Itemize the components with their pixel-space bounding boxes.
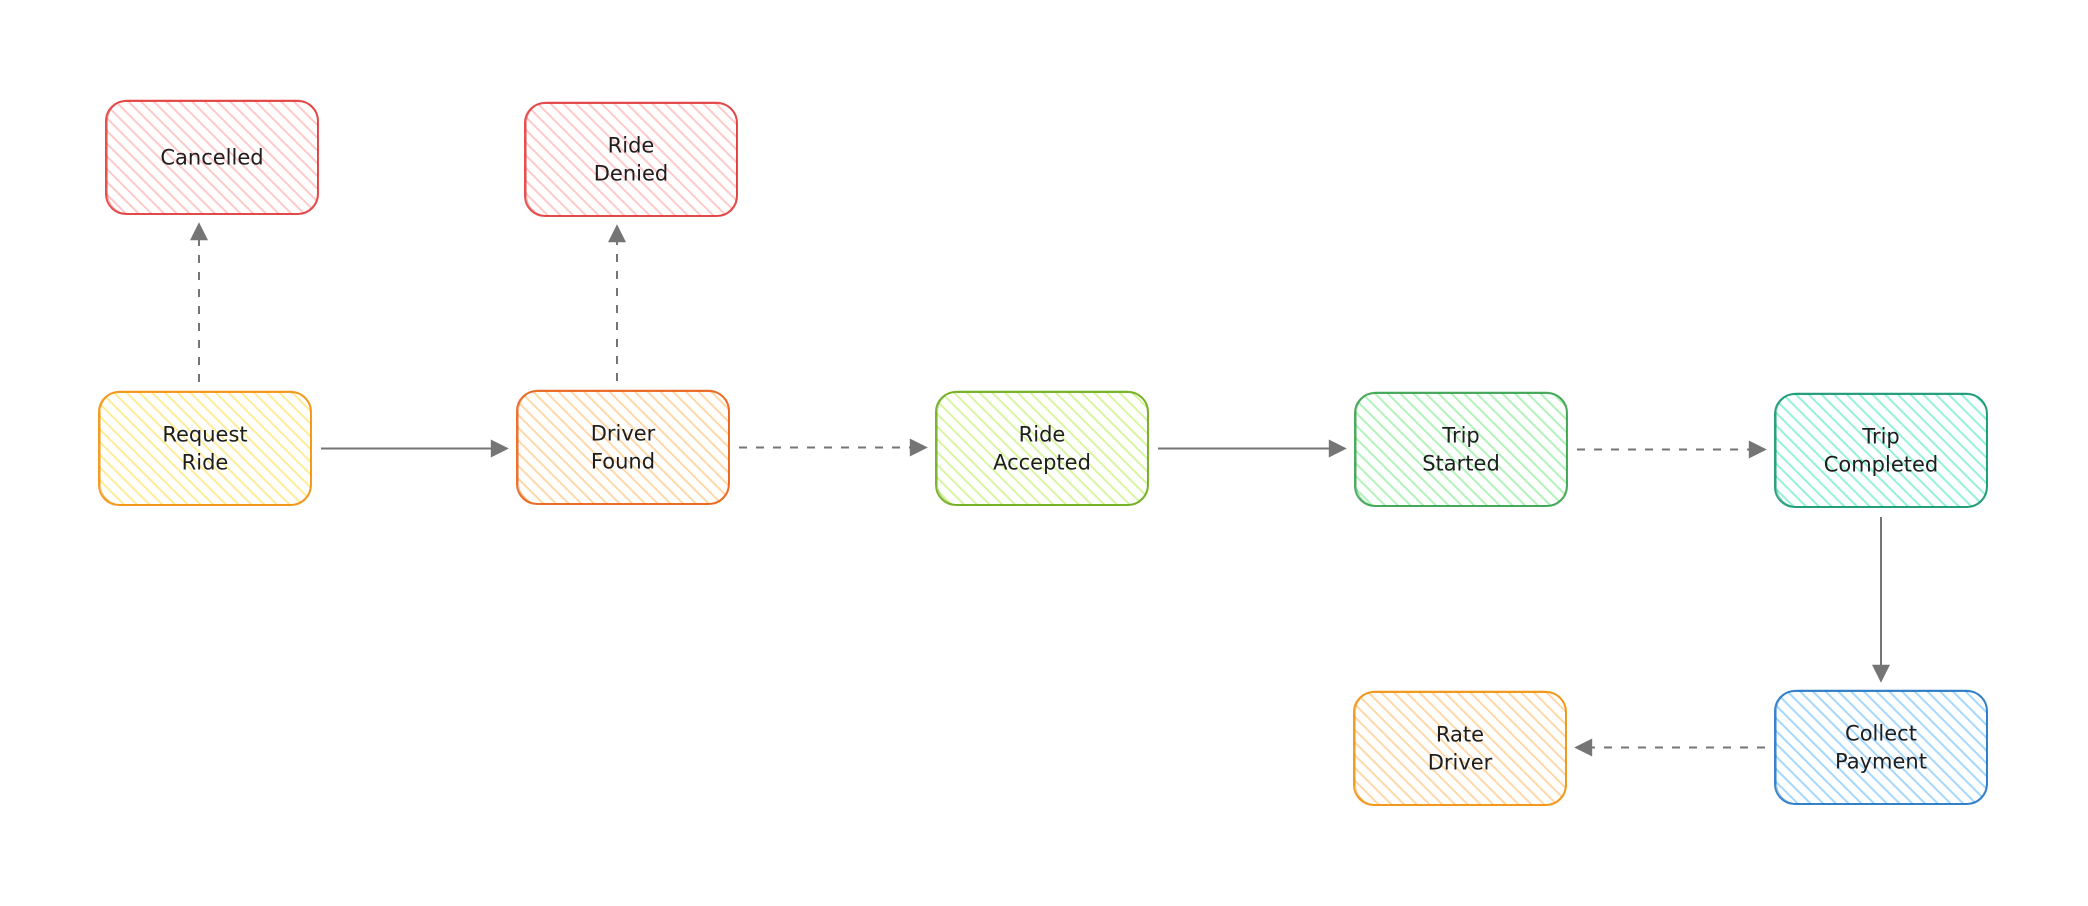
- node-border: [98, 391, 312, 506]
- node-fill: [106, 101, 318, 214]
- node-border-sketch: [1776, 689, 1987, 805]
- node-border: [524, 102, 738, 217]
- node-label-line: Started: [1422, 452, 1500, 476]
- node-border: [1353, 691, 1567, 806]
- node-label-line: Found: [591, 450, 655, 474]
- node-fill: [1775, 394, 1987, 507]
- node-label-line: Rate: [1436, 723, 1484, 747]
- node-border-sketch: [107, 99, 318, 215]
- node-label-line: Cancelled: [160, 146, 263, 170]
- node-label-line: Ride: [608, 134, 655, 158]
- node-cancelled[interactable]: Cancelled: [105, 99, 319, 215]
- node-border: [1774, 393, 1988, 508]
- node-label-line: Ride: [182, 451, 229, 475]
- edges-layer: [190, 222, 1890, 757]
- node-border: [105, 100, 319, 215]
- node-label-line: Trip: [1441, 424, 1480, 448]
- node-label-line: Trip: [1861, 425, 1900, 449]
- node-label-line: Ride: [1019, 423, 1066, 447]
- node-border-sketch: [937, 390, 1148, 506]
- node-fill: [1354, 692, 1566, 805]
- node-label-line: Collect: [1845, 722, 1917, 746]
- node-label-line: Request: [162, 423, 247, 447]
- node-border-sketch: [1776, 392, 1987, 508]
- node-border-sketch: [526, 101, 737, 217]
- node-fill: [99, 392, 311, 505]
- node-border-sketch: [518, 389, 729, 505]
- node-border-sketch: [1355, 690, 1566, 806]
- node-border-sketch: [100, 390, 311, 506]
- node-border-sketch: [1356, 391, 1567, 507]
- node-fill: [1355, 393, 1567, 506]
- node-label-line: Payment: [1835, 750, 1927, 774]
- node-label-line: Completed: [1824, 453, 1939, 477]
- node-fill: [517, 391, 729, 504]
- node-border: [935, 391, 1149, 506]
- node-label-line: Driver: [591, 422, 656, 446]
- node-fill: [525, 103, 737, 216]
- node-border: [516, 390, 730, 505]
- node-border: [1354, 392, 1568, 507]
- node-fill: [936, 392, 1148, 505]
- node-border: [1774, 690, 1988, 805]
- node-label-line: Driver: [1428, 751, 1493, 775]
- node-label-line: Denied: [594, 162, 668, 186]
- node-fill: [1775, 691, 1987, 804]
- node-label-line: Accepted: [993, 451, 1091, 475]
